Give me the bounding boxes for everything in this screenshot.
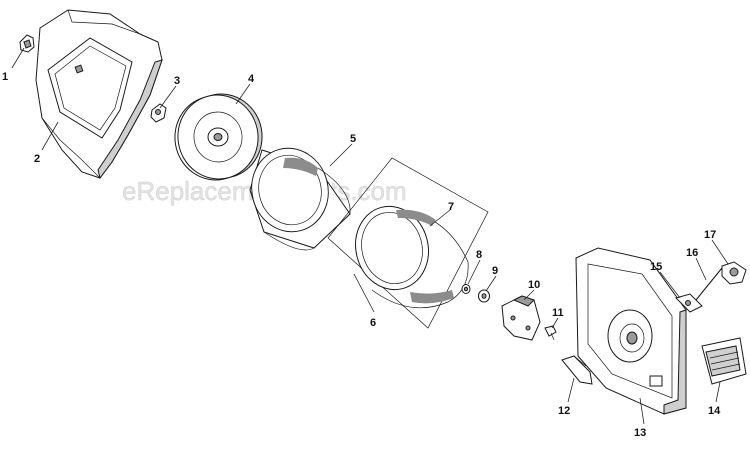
- callout-2: 2: [34, 153, 40, 165]
- callout-4: 4: [248, 73, 255, 85]
- part-17-nut: [721, 261, 747, 285]
- part-10-plate: [501, 295, 541, 341]
- part-9-washer: [478, 289, 490, 303]
- part-2-cover: [35, 9, 163, 180]
- callout-13: 13: [634, 427, 646, 439]
- callout-7: 7: [448, 201, 454, 213]
- part-11-screw: [544, 325, 557, 341]
- part-8-seal: [461, 284, 471, 294]
- part-1-clip: [19, 34, 35, 53]
- callout-16: 16: [686, 247, 698, 259]
- callout-8: 8: [476, 249, 482, 261]
- callout-12: 12: [558, 405, 570, 417]
- callout-1: 1: [2, 71, 8, 83]
- callout-9: 9: [492, 265, 498, 277]
- callout-10: 10: [528, 279, 540, 291]
- callout-14: 14: [708, 405, 721, 417]
- callout-5: 5: [350, 133, 356, 145]
- part-16-stud: [695, 267, 723, 301]
- part-7-outer-filter: [355, 205, 469, 309]
- part-14-element: [701, 337, 747, 385]
- part-13-base: [575, 247, 687, 415]
- part-12-bracket: [561, 355, 593, 385]
- part-5-filter: [249, 147, 351, 251]
- callout-3: 3: [174, 75, 180, 87]
- callout-labels: 1 2 3 4 5 6 7 8 9 10 11 12 13 14 15 16 1…: [2, 71, 721, 439]
- callout-15: 15: [650, 261, 662, 273]
- callout-11: 11: [552, 307, 564, 319]
- callout-17: 17: [704, 229, 716, 241]
- part-6-box: [327, 157, 489, 329]
- part-3-clip: [150, 103, 167, 123]
- leader-lines: [11, 47, 729, 425]
- callout-6: 6: [370, 317, 376, 329]
- part-4-element: [174, 93, 263, 181]
- part-15-gasket: [675, 293, 703, 313]
